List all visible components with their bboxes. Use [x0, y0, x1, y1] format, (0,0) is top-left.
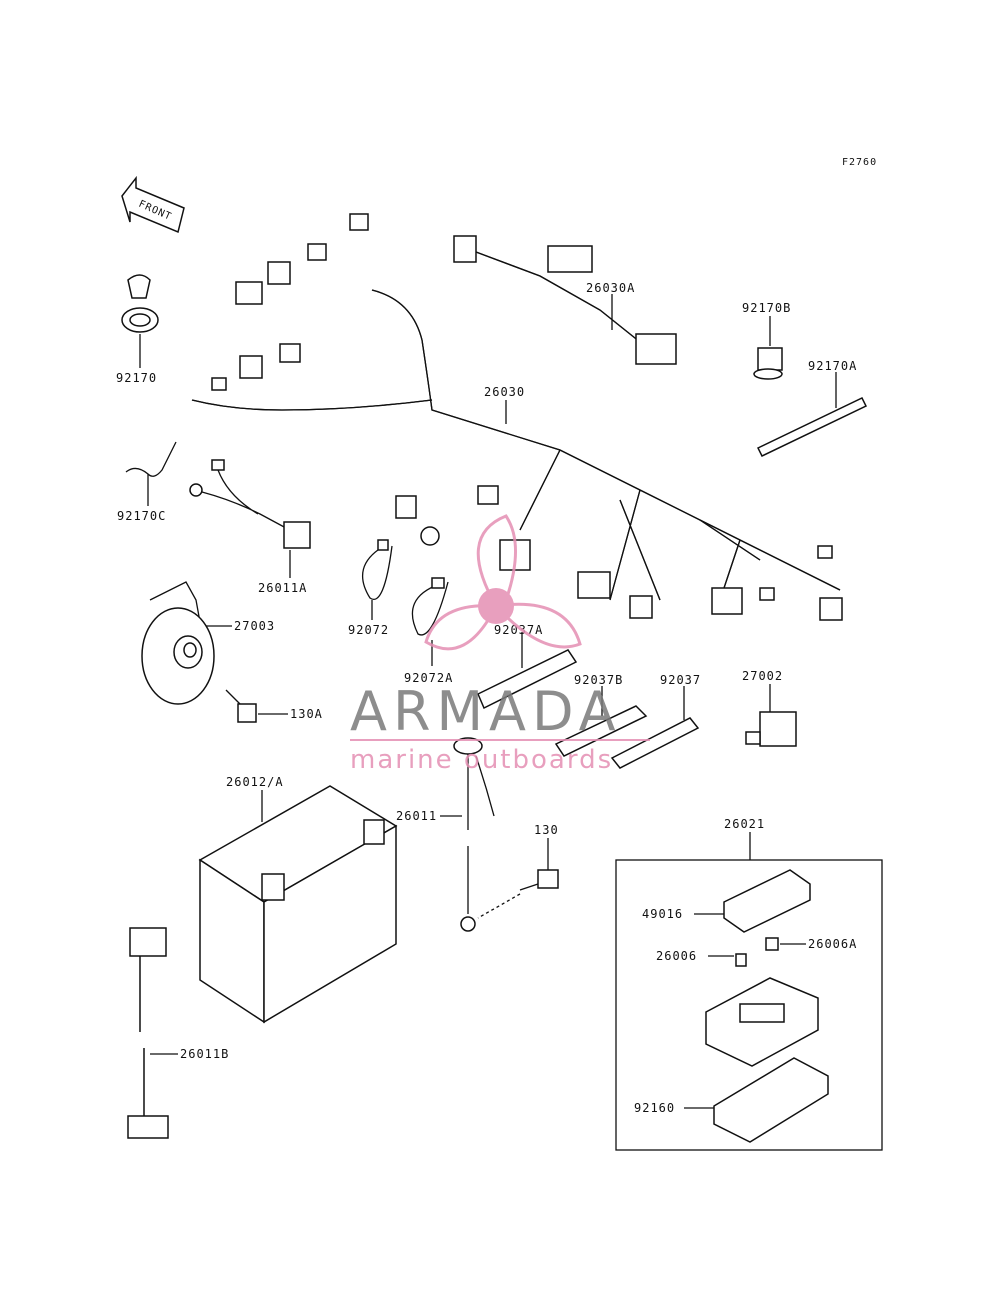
bolt-130 — [477, 838, 559, 919]
label-130: 130 — [534, 823, 559, 837]
label-92170: 92170 — [116, 371, 157, 385]
clip-92170c — [125, 441, 177, 506]
front-arrow-icon: FRONT — [121, 175, 185, 234]
label-49016: 49016 — [642, 907, 683, 921]
label-92037b: 92037B — [574, 673, 623, 687]
battery-26012a — [198, 785, 398, 1024]
label-26006: 26006 — [656, 949, 697, 963]
fuse-box-group-26021 — [615, 832, 883, 1151]
label-26011a: 26011A — [258, 581, 307, 595]
label-92037a: 92037A — [494, 623, 543, 637]
label-130a: 130A — [290, 707, 323, 721]
label-26012a: 26012/A — [226, 775, 284, 789]
label-26011b: 26011B — [180, 1047, 229, 1061]
lead-26011a — [189, 459, 311, 578]
label-26011: 26011 — [396, 809, 437, 823]
cable-26011 — [440, 737, 495, 932]
relay-27002 — [745, 684, 797, 747]
bracket-92037 — [610, 686, 700, 769]
clip-92170b — [753, 316, 783, 380]
cable-26011b — [127, 927, 178, 1139]
label-27003: 27003 — [234, 619, 275, 633]
tie-92072 — [362, 539, 393, 620]
main-harness-26030 — [191, 213, 843, 621]
horn-27003 — [141, 581, 232, 705]
band-92170a — [756, 372, 868, 457]
label-92160: 92160 — [634, 1101, 675, 1115]
bracket-92037b — [554, 686, 648, 757]
watermark-tagline: marine outboards — [350, 745, 613, 775]
label-92072: 92072 — [348, 623, 389, 637]
bracket-92037a — [477, 632, 578, 710]
label-26006a: 26006A — [808, 937, 857, 951]
armada-watermark: ARMADA marine outboards — [350, 514, 650, 775]
label-26030a: 26030A — [586, 281, 635, 295]
label-27002: 27002 — [742, 669, 783, 683]
figure-id: F2760 — [842, 157, 877, 168]
bolt-130a — [225, 689, 288, 723]
label-92037: 92037 — [660, 673, 701, 687]
label-26030: 26030 — [484, 385, 525, 399]
label-92170b: 92170B — [742, 301, 791, 315]
propeller-logo-icon — [424, 514, 582, 651]
watermark-brand: ARMADA — [350, 680, 622, 743]
label-92170c: 92170C — [117, 509, 166, 523]
clamp-92170 — [121, 274, 159, 368]
label-26021: 26021 — [724, 817, 765, 831]
sub-harness-26030a — [453, 235, 677, 365]
label-92170a: 92170A — [808, 359, 857, 373]
tie-92072a — [411, 577, 449, 666]
label-92072a: 92072A — [404, 671, 453, 685]
